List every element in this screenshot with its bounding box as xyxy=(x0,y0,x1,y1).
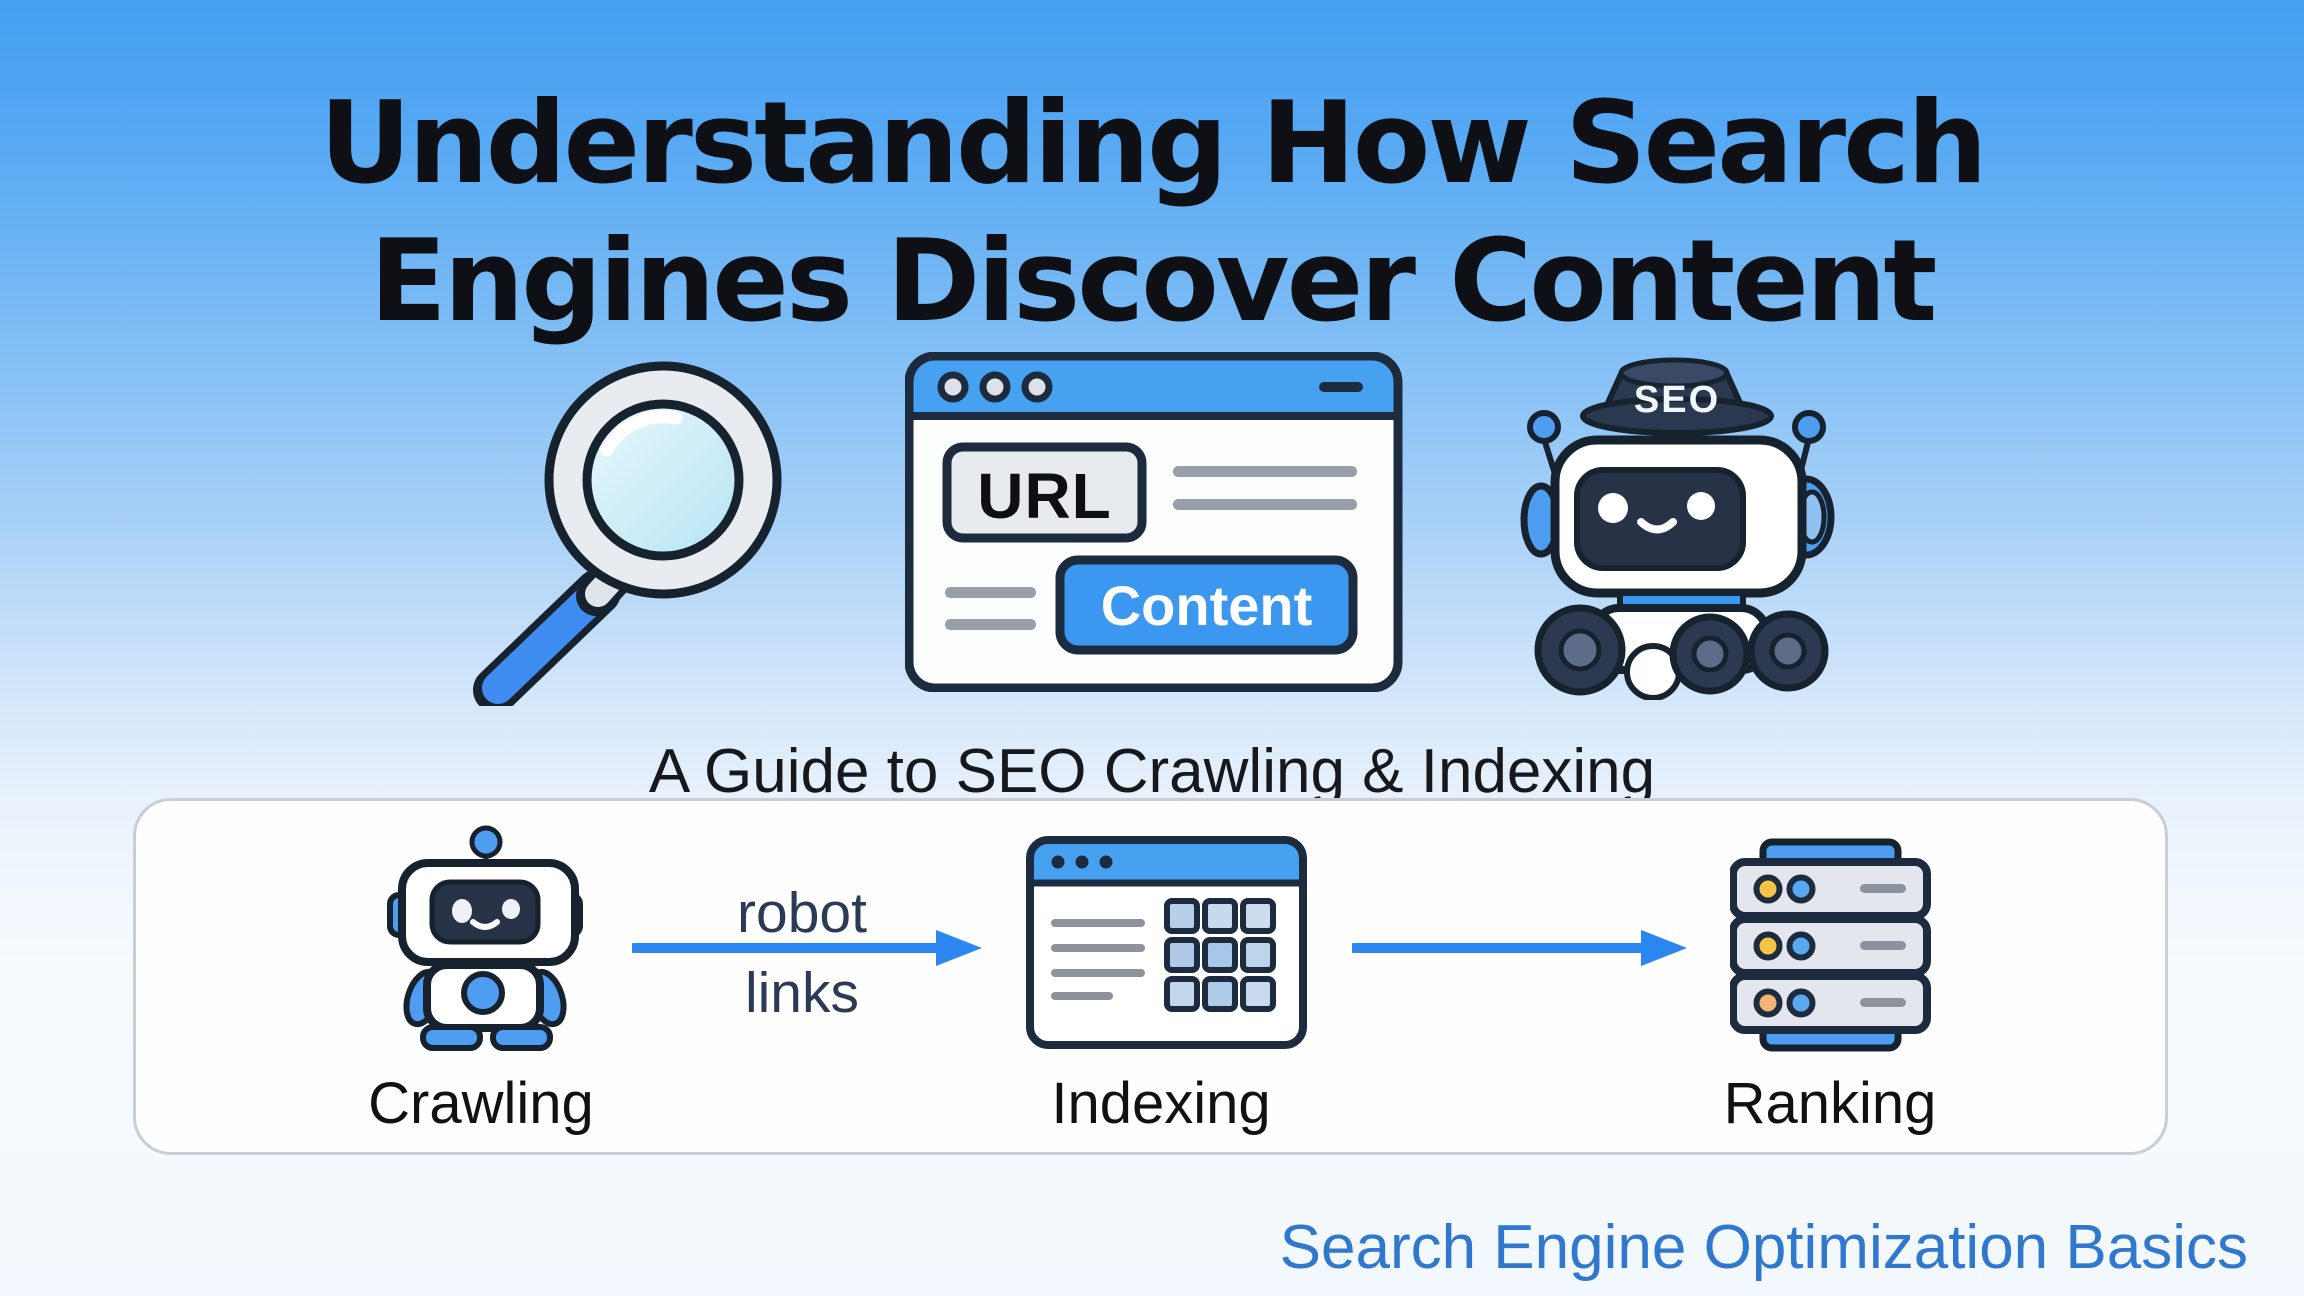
robot-smile-icon xyxy=(470,919,500,930)
arrow-right-icon xyxy=(632,930,982,966)
robot-eye-icon xyxy=(502,899,520,919)
crawler-robot-icon xyxy=(387,825,583,1051)
content-button-shape xyxy=(1055,555,1358,655)
window-dot-icon xyxy=(1021,371,1053,403)
page-title-line2: Engines Discover Content xyxy=(369,215,1938,347)
index-table-window-icon xyxy=(1026,836,1307,1049)
seo-hat-label: SEO xyxy=(1633,378,1721,421)
step-label-ranking: Ranking xyxy=(1723,1071,1937,1136)
url-box xyxy=(942,442,1147,543)
robot-belly-icon xyxy=(461,971,505,1015)
step-label-crawling: Crawling xyxy=(368,1071,594,1136)
arrow-right-icon xyxy=(1352,930,1687,966)
window-dot-icon xyxy=(937,371,969,403)
hat-brim xyxy=(1580,396,1774,436)
window-dot-icon xyxy=(1099,855,1113,869)
window-dot-icon xyxy=(1051,855,1065,869)
arrow-label-bottom: links xyxy=(744,961,860,1025)
antenna-ball-icon xyxy=(469,825,503,859)
minimize-dash-icon xyxy=(1319,382,1363,392)
robot-foot-icon xyxy=(420,1024,483,1051)
footer-text: Search Engine Optimization Basics xyxy=(1279,1213,2248,1282)
arrow-label-top: robot xyxy=(737,881,867,945)
window-dot-icon xyxy=(979,371,1011,403)
window-dot-icon xyxy=(1075,855,1089,869)
antenna-ball-icon xyxy=(1527,410,1561,444)
step-label-indexing: Indexing xyxy=(1051,1071,1271,1136)
server-led-icon xyxy=(1786,931,1816,961)
server-led-icon xyxy=(1786,874,1816,904)
robot-eye-icon xyxy=(1598,493,1628,523)
antenna-ball-icon xyxy=(1792,410,1826,444)
content-label: Content xyxy=(1100,573,1313,637)
server-led-icon xyxy=(1753,988,1783,1018)
seo-robot-icon xyxy=(1520,357,1835,700)
server-led-icon xyxy=(1786,988,1816,1018)
url-label: URL xyxy=(977,460,1112,532)
page-title: Understanding How Search Engines Discove… xyxy=(0,74,2304,350)
browser-window-icon xyxy=(905,352,1403,692)
magnifying-glass-icon xyxy=(473,361,782,706)
server-stack-icon xyxy=(1730,838,1931,1052)
robot-eye-icon xyxy=(1687,492,1715,520)
robot-face xyxy=(1574,467,1746,571)
server-led-icon xyxy=(1753,874,1783,904)
subtitle: A Guide to SEO Crawling & Indexing xyxy=(648,737,1656,806)
robot-foot-icon xyxy=(490,1024,553,1051)
server-bar xyxy=(1730,972,1931,1034)
robot-face xyxy=(429,879,541,945)
robot-smile-icon xyxy=(1637,518,1677,534)
page-title-line1: Understanding How Search xyxy=(319,77,1987,209)
robot-eye-icon xyxy=(452,899,472,923)
server-led-icon xyxy=(1753,931,1783,961)
